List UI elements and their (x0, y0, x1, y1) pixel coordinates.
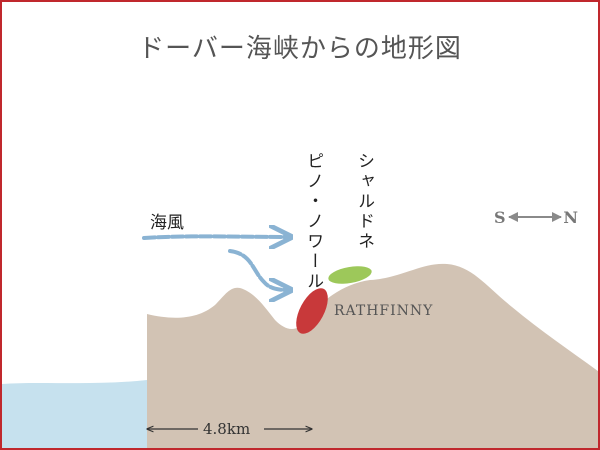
land-profile (147, 263, 598, 448)
wind-arrow-icon (228, 249, 288, 290)
chardonnay-plot (328, 266, 372, 284)
chardonnay-label: シャルドネ (354, 152, 374, 252)
wind-arrow-icon (142, 236, 288, 238)
sea-wind-label: 海風 (150, 213, 184, 233)
compass-south-label: S (494, 208, 506, 227)
compass-north-label: N (563, 208, 578, 227)
pinot-noir-label: ピノ・ノワール (303, 152, 323, 292)
scale-label: 4.8km (203, 420, 251, 438)
diagram-title: ドーバー海峡からの地形図 (138, 34, 462, 64)
compass: S N (494, 208, 578, 228)
sea (2, 380, 147, 448)
rathfinny-label: RATHFINNY (334, 303, 434, 319)
pinot-noir-plot (296, 288, 328, 334)
